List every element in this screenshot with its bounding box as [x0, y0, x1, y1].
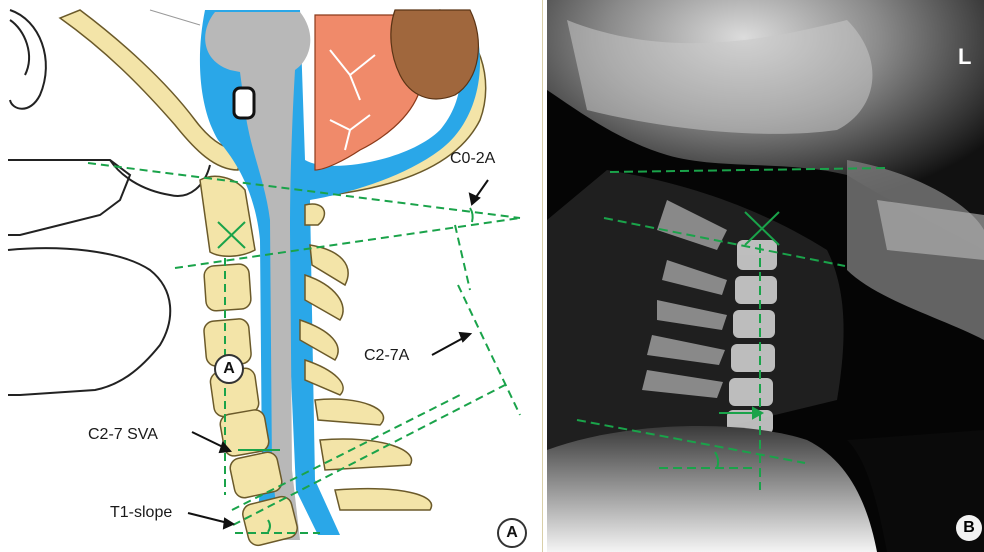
label-c2-7a: C2-7A	[364, 347, 409, 365]
c2-perp	[455, 225, 470, 290]
panel-marker-b: B	[956, 515, 982, 541]
label-c2-7-sva: C2-7 SVA	[88, 426, 158, 444]
mandible-outline	[8, 248, 170, 395]
c2-dens	[200, 176, 255, 256]
label-t1-slope: T1-slope	[110, 504, 172, 522]
c7-perp	[458, 285, 520, 415]
jaw-outline	[8, 160, 130, 235]
c02a-arc	[470, 208, 473, 222]
ramus-outline	[110, 160, 210, 196]
panel-marker-a: A	[497, 518, 527, 548]
axis-marker-a: A	[214, 354, 244, 384]
xray-image	[547, 0, 984, 552]
label-c0-2a: C0-2A	[450, 150, 495, 168]
cervical-spine-diagram	[0, 0, 543, 552]
foramen-outline	[234, 88, 254, 118]
panel-a-illustration: C0-2A C2-7A C2-7 SVA T1-slope A A	[0, 0, 543, 552]
panel-b-radiograph: L B	[547, 0, 984, 552]
c3-body	[204, 263, 252, 311]
skull-outline-2	[10, 20, 29, 75]
side-marker-l: L	[958, 44, 971, 70]
